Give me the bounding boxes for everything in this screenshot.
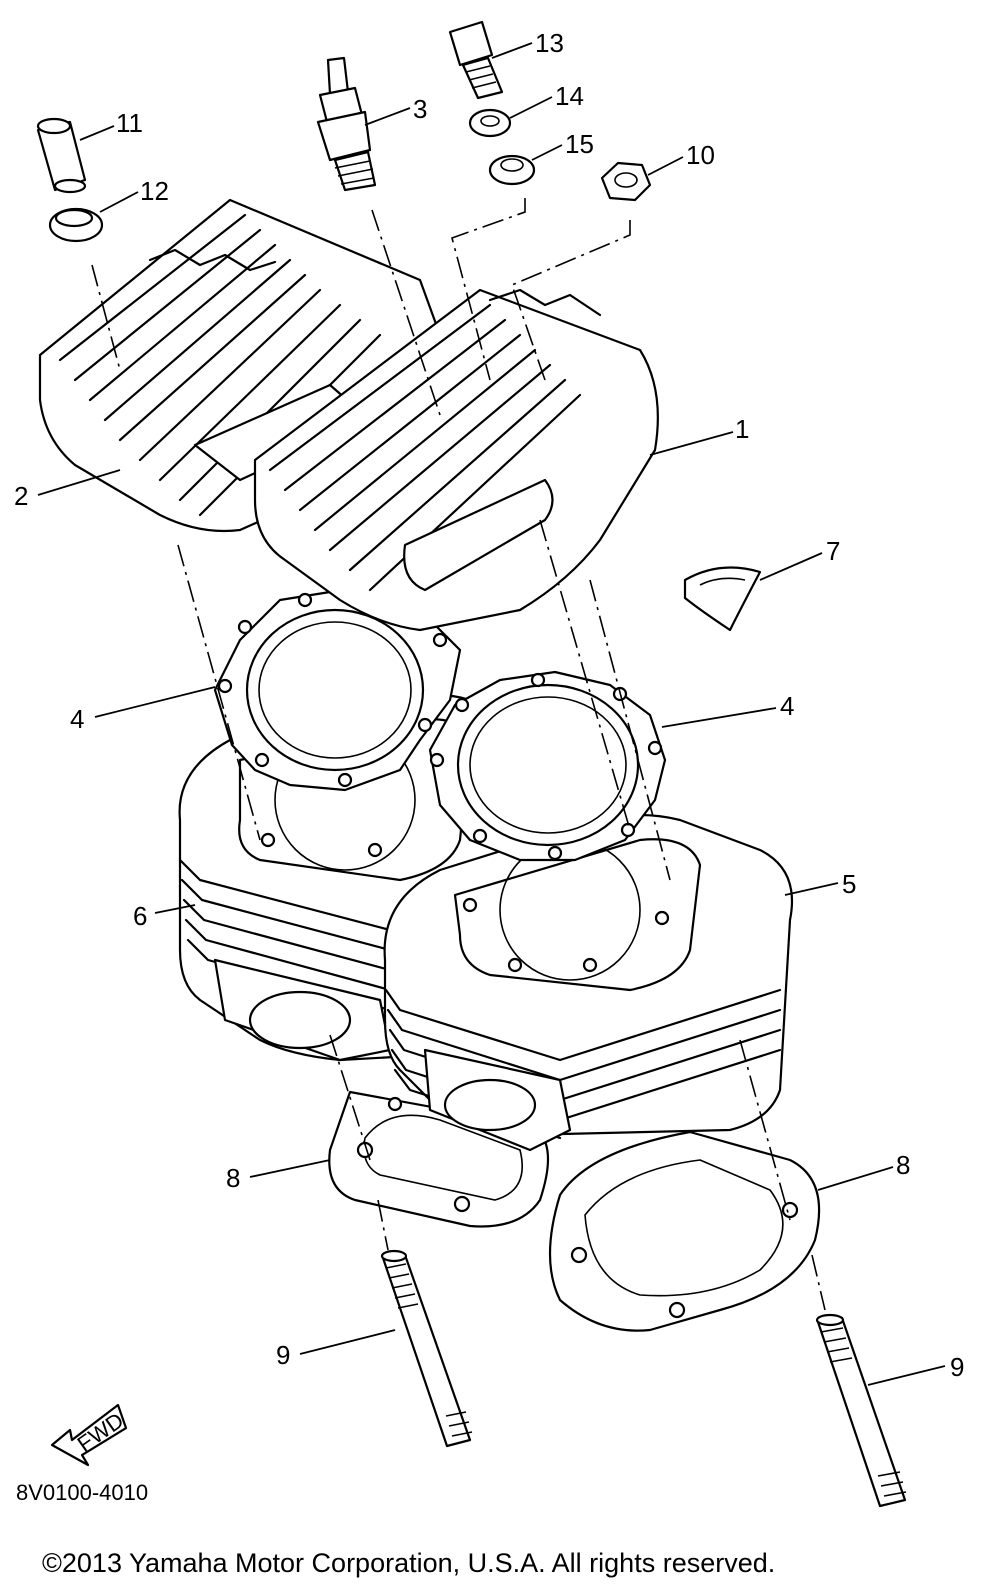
- callout-11: 11: [116, 108, 143, 138]
- damper-7: [683, 566, 762, 632]
- washer-12: [48, 207, 104, 243]
- copyright-notice: ©2013 Yamaha Motor Corporation, U.S.A. A…: [42, 1548, 775, 1578]
- callout-2: 2: [14, 481, 28, 511]
- callout-6: 6: [133, 901, 147, 931]
- leader-lines: [37, 42, 946, 1386]
- callout-13: 13: [535, 28, 564, 58]
- cylinder-5: [383, 813, 794, 1152]
- callout-12: 12: [140, 176, 169, 206]
- callout-9-right: 9: [950, 1352, 964, 1382]
- callout-4-left: 4: [70, 704, 84, 734]
- bolt-13: [448, 20, 504, 100]
- callout-10: 10: [686, 140, 715, 170]
- callout-7: 7: [826, 536, 840, 566]
- callout-5: 5: [842, 869, 856, 899]
- cylinder-head-1: [253, 288, 659, 632]
- callout-4-right: 4: [780, 691, 794, 721]
- washer-15: [488, 154, 536, 186]
- callout-15: 15: [565, 129, 594, 159]
- sleeve-collar-11: [36, 117, 87, 194]
- base-gasket-right: [548, 1130, 821, 1332]
- callout-14: 14: [555, 81, 584, 111]
- head-gasket-right: [428, 670, 667, 862]
- stud-bolt-right: [815, 1313, 907, 1508]
- callout-1: 1: [735, 414, 749, 444]
- head-gasket-left: [213, 590, 462, 792]
- callout-9-left: 9: [276, 1340, 290, 1370]
- nut-10: [600, 161, 652, 202]
- part-code: 8V0100-4010: [16, 1480, 148, 1505]
- fwd-arrow-icon: FWD: [50, 1403, 128, 1467]
- callout-8-right: 8: [896, 1150, 910, 1180]
- stud-bolt-left: [380, 1249, 473, 1448]
- spark-plug-3: [316, 56, 377, 192]
- lock-washer-14: [468, 108, 512, 138]
- callout-8-left: 8: [226, 1163, 240, 1193]
- callout-3: 3: [413, 94, 427, 124]
- alignment-lines: [91, 198, 826, 1311]
